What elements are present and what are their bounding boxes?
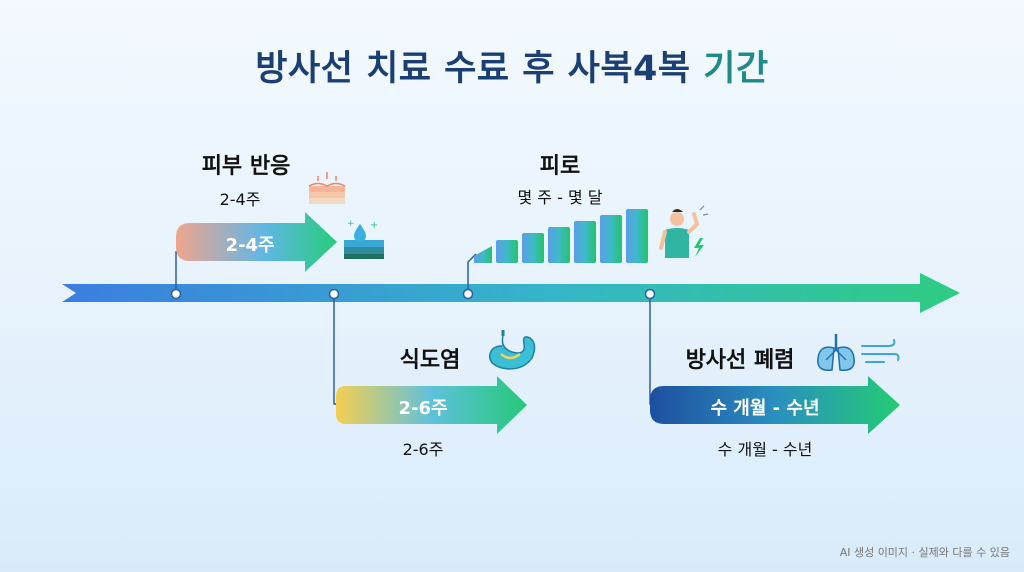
esophagitis-duration: 2-6주 [402, 440, 444, 459]
skin-arrow-label: 2-4주 [225, 235, 275, 256]
skin-moisture-icon: + + [344, 219, 384, 259]
pneumonitis-arrow-label: 수 개월 - 수년 [710, 398, 820, 419]
svg-text:+: + [347, 219, 355, 229]
ai-watermark: AI 생성 이미지 · 실제와 다를 수 있음 [839, 546, 1010, 559]
fatigue-title: 피로 [539, 154, 581, 179]
timeline-dot-esophagitis [328, 288, 340, 300]
title-tail: 기간 [703, 49, 769, 89]
breath-wind-icon [861, 339, 900, 363]
lungs-icon [817, 334, 855, 371]
timeline-dot-fatigue [462, 288, 474, 300]
page-title: 방사선 치료 수료 후 사복4복 기간 [0, 40, 1024, 91]
strong-person-icon [659, 205, 709, 258]
svg-text:+: + [370, 220, 378, 231]
pneumonitis-duration-arrow [650, 376, 900, 434]
esophagitis-title: 식도염 [399, 348, 461, 373]
connector-lines [175, 251, 656, 405]
pneumonitis-title: 방사선 폐렴 [685, 348, 795, 373]
skin-layers-icon [308, 172, 346, 204]
timeline-dot-pneumonitis [644, 288, 656, 300]
skin-duration-arrow [176, 212, 337, 272]
stomach-icon [489, 330, 536, 370]
esophagitis-duration-arrow [336, 376, 527, 434]
pneumonitis-connector [649, 293, 656, 405]
fatigue-duration: 몇 주 - 몇 달 [517, 188, 603, 207]
esophagitis-arrow-label: 2-6주 [398, 398, 448, 419]
skin-reaction-duration: 2-4주 [219, 190, 261, 209]
esophagitis-connector [333, 293, 340, 405]
fatigue-connector [467, 253, 477, 293]
title-main: 방사선 치료 수료 후 사복4복 [255, 49, 691, 89]
timeline-dots [170, 288, 656, 300]
pneumonitis-duration: 수 개월 - 수년 [717, 440, 813, 459]
timeline-dot-skin [170, 288, 182, 300]
timeline-axis [62, 273, 960, 313]
fatigue-bars [474, 209, 648, 263]
skin-reaction-title: 피부 반응 [201, 154, 291, 179]
